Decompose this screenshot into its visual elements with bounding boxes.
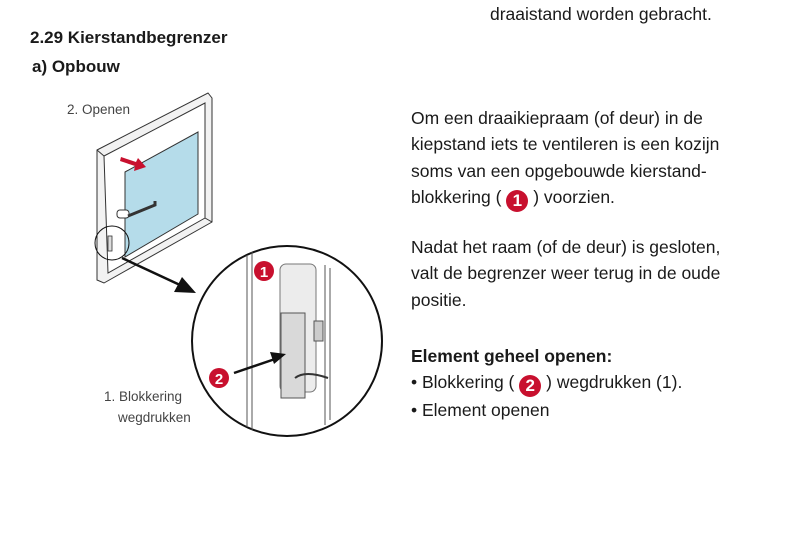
badge-1-icon [254,261,274,281]
text-segment: ) voorzien. [533,186,615,207]
text-line: valt de begrenzer weer terug in de oude [411,263,721,284]
window-glass [124,131,199,258]
badge-2-text: 2 [215,371,223,388]
subsection-title: a) Opbouw [32,57,120,76]
text-line: positie. [411,289,467,310]
badge-1: 1 [506,189,529,212]
list-item: • Element openen [411,400,550,421]
badge-2: 2 [519,375,542,398]
label-block-1: 1. Blokkering [104,389,183,404]
instructions: Element geheel openen: • Blokkering ( 2 … [411,343,682,424]
text-segment: • Blokkering ( [411,372,515,393]
text-line: soms van een opgebouwde kierstand- [411,160,707,181]
label-block-2: wegdrukken [118,410,191,425]
paragraph-1: Om een draaikiepraam (of deur) in de kie… [411,105,719,212]
instructions-title: Element geheel openen: [411,346,613,366]
kierstand-illustration: 1 2 [94,92,383,437]
pointer-arrow [174,277,196,293]
label-open: 2. Openen [67,102,131,117]
badge-1-text: 1 [260,264,268,281]
badge-2-icon [209,368,229,388]
text-line: kiepstand iets te ventileren is een kozi… [411,134,720,155]
section-title: 2.29 Kierstandbegrenzer [30,28,228,47]
text-segment: ) wegdrukken (1). [546,372,683,393]
open-arrow [120,157,146,171]
continuation-text: draaistand worden gebracht. [490,4,712,24]
text-segment: blokkering ( [411,186,502,207]
text-line: Om een draaikiepraam (of deur) in de [411,108,703,128]
paragraph-2: Nadat het raam (of de deur) is gesloten,… [411,234,720,313]
detail-circle-small [94,225,130,261]
text-line: Nadat het raam (of de deur) is gesloten, [411,237,721,257]
